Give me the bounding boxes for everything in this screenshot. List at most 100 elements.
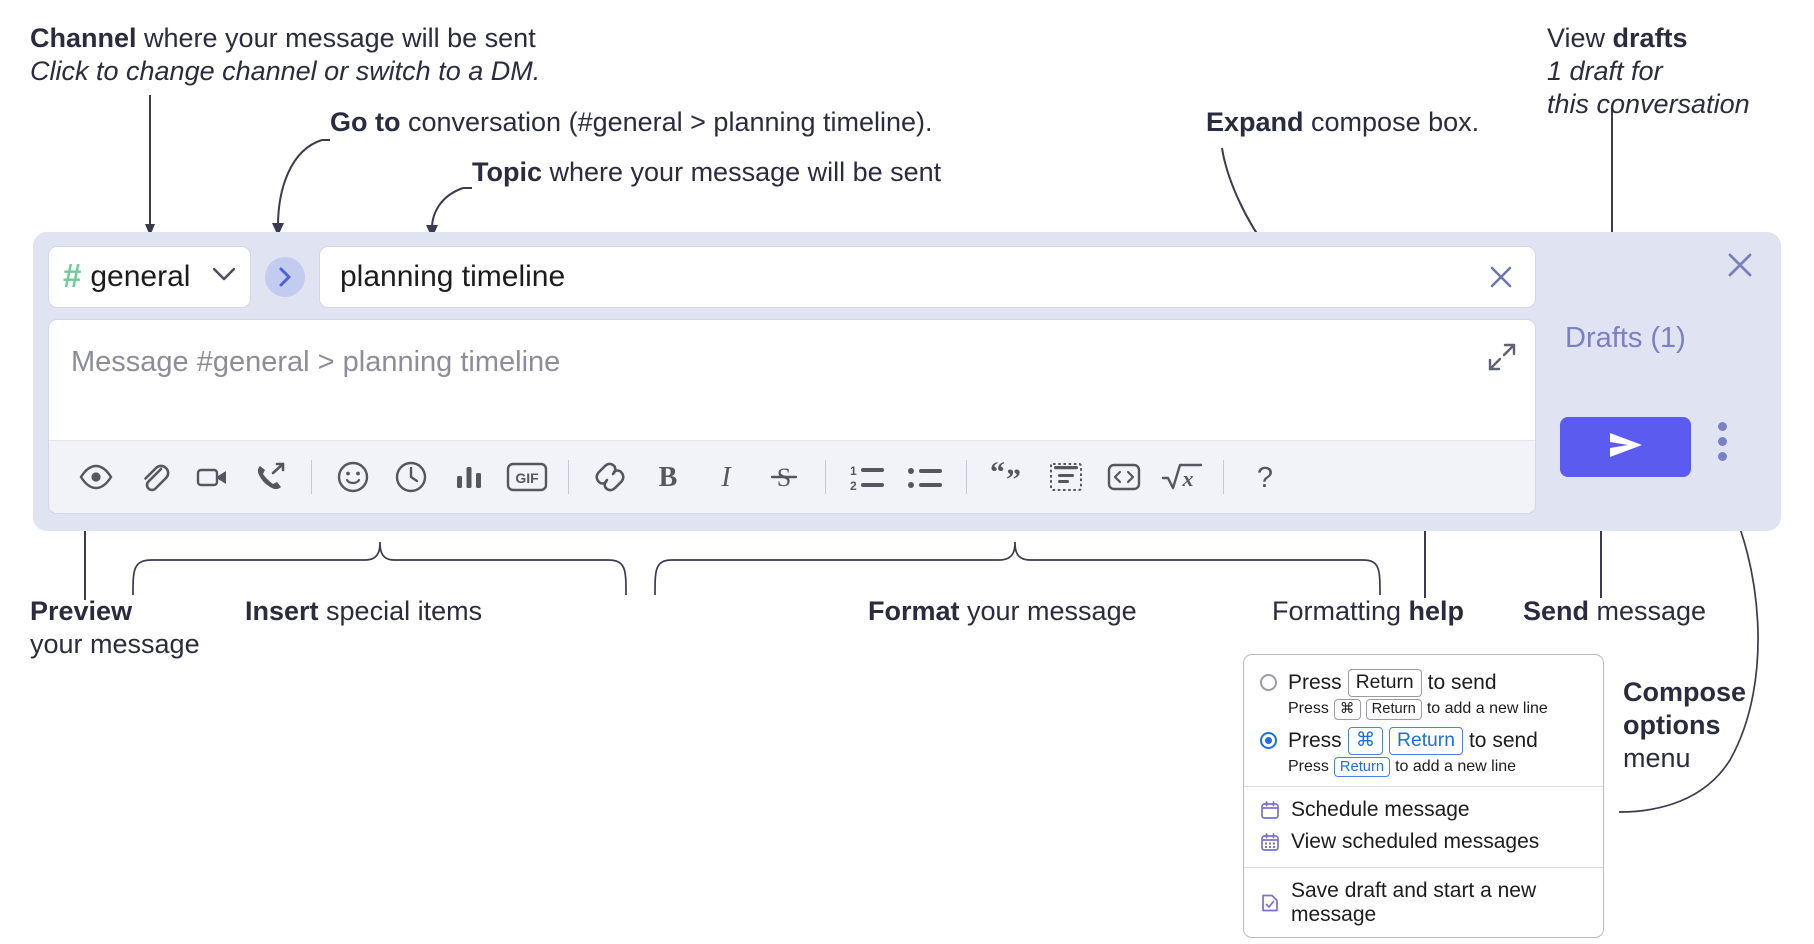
ordered-list-icon[interactable]: 1 2 — [838, 448, 896, 506]
kebab-dot-3 — [1718, 452, 1727, 461]
opt2-word-0: Press — [1288, 728, 1342, 752]
chevron-right-icon — [277, 266, 293, 288]
bulleted-list-icon[interactable] — [896, 448, 954, 506]
annotation-preview-bold: Preview — [30, 596, 133, 626]
link-icon[interactable] — [581, 448, 639, 506]
clock-icon[interactable] — [382, 448, 440, 506]
menu-item-schedule-message[interactable]: Schedule message — [1244, 794, 1603, 826]
annotation-format: Format your message — [868, 595, 1137, 628]
annotation-preview: Preview your message — [30, 595, 200, 661]
svg-text:?: ? — [1257, 462, 1273, 494]
strikethrough-icon[interactable]: S — [755, 448, 813, 506]
close-x-icon[interactable] — [1723, 248, 1757, 287]
send-option-1-sub: Press ⌘ Return to add a new line — [1244, 699, 1603, 720]
help-icon[interactable]: ? — [1236, 448, 1294, 506]
annotation-goto: Go to conversation (#general > planning … — [330, 106, 933, 139]
annotation-goto-bold: Go to — [330, 107, 401, 137]
compose-main-column: # general planning timeline — [48, 246, 1536, 514]
annotation-help: Formatting help — [1272, 595, 1464, 628]
annotation-topic-rest: where your message will be sent — [542, 157, 942, 187]
radio-cmd-return-to-send[interactable] — [1260, 731, 1277, 749]
svg-text:“: “ — [990, 460, 1005, 489]
send-option-2-sub: Press Return to add a new line — [1244, 756, 1603, 778]
annotation-channel-bold: Channel — [30, 23, 137, 53]
channel-selector[interactable]: # general — [48, 246, 251, 308]
annotation-drafts-italic1: 1 draft for — [1547, 55, 1663, 86]
separator-2 — [568, 460, 569, 494]
annotation-channel-italic: Click to change channel or switch to a D… — [30, 55, 541, 86]
svg-text:x: x — [1182, 466, 1194, 491]
emoji-icon[interactable] — [324, 448, 382, 506]
video-icon[interactable] — [183, 448, 241, 506]
svg-text:B: B — [659, 462, 678, 493]
annotation-insert-rest: special items — [318, 596, 483, 626]
goto-conversation-button[interactable] — [265, 257, 305, 297]
menu-item-view-scheduled-messages[interactable]: View scheduled messages — [1244, 826, 1603, 858]
opt1-sub-key-1: ⌘ — [1333, 699, 1361, 720]
send-plane-icon — [1604, 428, 1648, 467]
send-option-2-main: Press ⌘ Return to send — [1288, 726, 1538, 755]
opt1-sub-key-2: Return — [1365, 699, 1422, 720]
svg-text:GIF: GIF — [515, 470, 539, 486]
annotation-send: Send message — [1523, 595, 1706, 628]
gif-icon[interactable]: GIF — [498, 448, 556, 506]
opt2-word-3: to send — [1468, 728, 1538, 752]
annotation-help-bold: help — [1408, 596, 1465, 626]
separator-1 — [311, 460, 312, 494]
annotation-topic: Topic where your message will be sent — [472, 156, 941, 189]
preview-icon[interactable] — [67, 448, 125, 506]
message-input-area[interactable]: Message #general > planning timeline — [48, 319, 1536, 514]
drafts-link[interactable]: Drafts (1) — [1565, 322, 1686, 354]
save-draft-icon — [1260, 893, 1280, 913]
svg-text:1: 1 — [850, 464, 857, 478]
compose-widget: # general planning timeline — [33, 232, 1781, 531]
hash-icon: # — [63, 256, 82, 294]
kebab-dot-1 — [1718, 422, 1727, 431]
topic-value: planning timeline — [340, 260, 566, 293]
blockquote-icon[interactable]: “ ” — [979, 448, 1037, 506]
svg-text:2: 2 — [850, 479, 857, 493]
italic-icon[interactable]: I — [697, 448, 755, 506]
annotation-send-rest: message — [1589, 596, 1707, 626]
menu-divider-1 — [1244, 786, 1603, 788]
annotation-goto-rest: conversation (#general > planning timeli… — [400, 107, 933, 137]
radio-return-to-send[interactable] — [1260, 674, 1277, 691]
annotation-format-bold: Format — [868, 596, 960, 626]
annotation-help-lead: Formatting — [1272, 596, 1409, 626]
opt2-sub-2: to add a new line — [1395, 757, 1517, 775]
send-button[interactable] — [1560, 417, 1691, 477]
audio-call-icon[interactable] — [241, 448, 299, 506]
compose-options-menu: Press Return to send Press ⌘ Return to a… — [1243, 654, 1604, 939]
close-x-icon[interactable] — [1485, 261, 1517, 293]
topic-input[interactable]: planning timeline — [319, 246, 1536, 308]
poll-icon[interactable] — [440, 448, 498, 506]
bold-icon[interactable]: B — [639, 448, 697, 506]
send-option-1-main: Press Return to send — [1288, 669, 1497, 698]
annotation-topic-bold: Topic — [472, 157, 542, 187]
calendar-grid-icon — [1260, 832, 1280, 852]
send-option-1[interactable]: Press Return to send Press ⌘ Return to a… — [1244, 666, 1603, 720]
annotation-compose-options-bold1: Compose — [1623, 677, 1747, 707]
compose-header-row: # general planning timeline — [48, 246, 1536, 308]
inline-code-icon[interactable] — [1095, 448, 1153, 506]
formatting-toolbar: GIF B I S — [49, 440, 1535, 513]
send-option-2[interactable]: Press ⌘ Return to send Press Return to a… — [1244, 724, 1603, 778]
annotation-expand: Expand compose box. — [1206, 106, 1479, 139]
attachment-icon[interactable] — [125, 448, 183, 506]
compose-options-button[interactable] — [1718, 422, 1727, 461]
menu-item-save-draft-label: Save draft and start a new message — [1291, 879, 1537, 927]
opt2-key-1: ⌘ — [1347, 726, 1383, 755]
separator-3 — [825, 460, 826, 494]
expand-arrows-icon[interactable] — [1487, 342, 1517, 377]
menu-item-save-draft[interactable]: Save draft and start a new message — [1244, 875, 1603, 931]
opt1-sub-0: Press — [1288, 700, 1329, 718]
opt2-sub-0: Press — [1288, 757, 1329, 775]
code-block-icon[interactable] — [1037, 448, 1095, 506]
annotation-send-bold: Send — [1523, 596, 1590, 626]
annotation-drafts-lead: View — [1547, 23, 1613, 53]
annotation-compose-options-rest: menu — [1623, 742, 1691, 773]
latex-icon[interactable]: x — [1153, 448, 1211, 506]
opt1-word-0: Press — [1288, 671, 1342, 695]
svg-text:”: ” — [1006, 463, 1021, 494]
